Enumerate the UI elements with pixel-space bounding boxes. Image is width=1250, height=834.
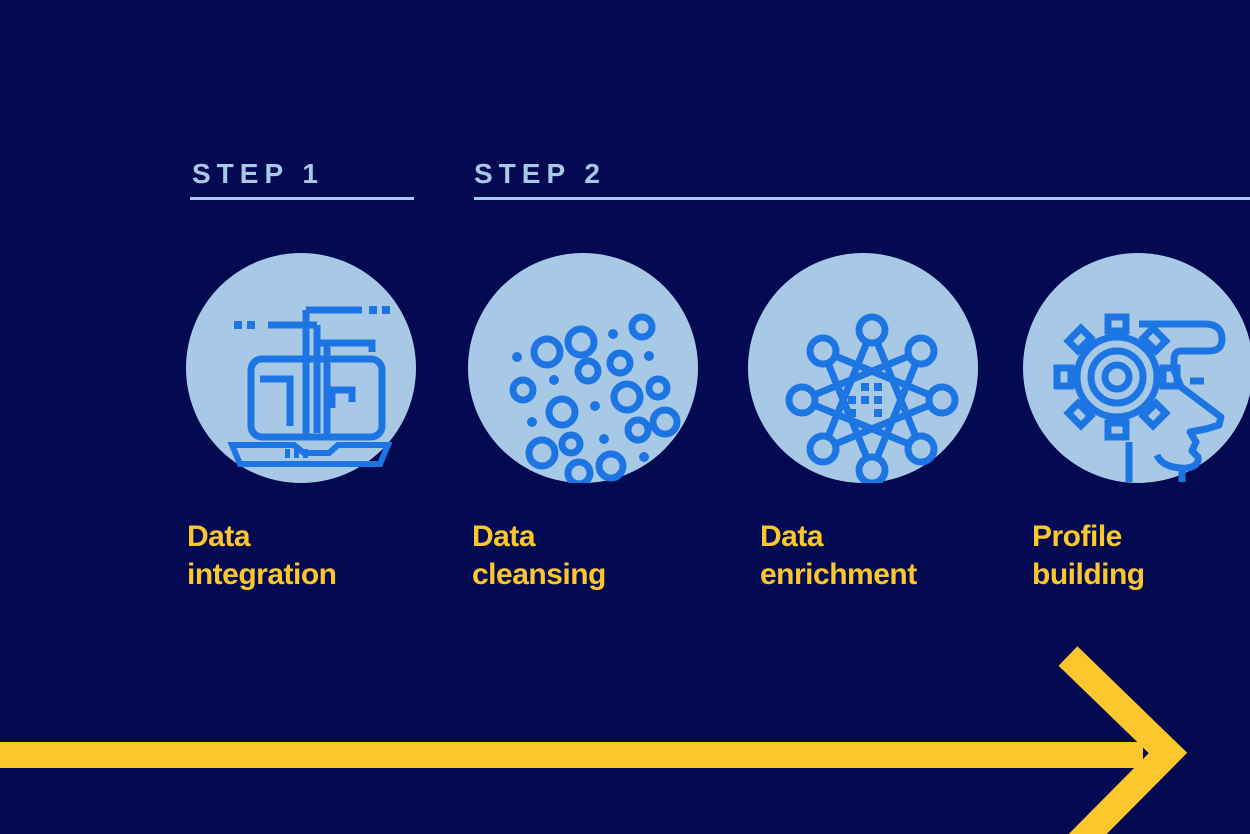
stage-label-line1: Data xyxy=(760,520,824,553)
stage-label-line1: Data xyxy=(472,520,536,553)
stage-label-line2: building xyxy=(1032,558,1145,591)
network-nodes-icon xyxy=(785,313,959,483)
arrow-shaft xyxy=(0,742,1143,768)
step-1-heading: STEP 1 xyxy=(192,158,324,189)
stage-label-data-integration: Data integration xyxy=(187,518,337,594)
stage-label-data-enrichment: Data enrichment xyxy=(760,518,917,594)
arrow-head xyxy=(1058,646,1188,834)
stage-label-line2: cleansing xyxy=(472,558,606,591)
stage-circle-data-integration xyxy=(186,253,416,483)
stage-label-data-cleansing: Data cleansing xyxy=(472,518,606,594)
head-gear-icon xyxy=(1053,313,1226,482)
stage-circle-data-enrichment xyxy=(748,253,978,483)
stage-circle-profile-building xyxy=(1023,253,1250,483)
step-2-heading: STEP 2 xyxy=(474,158,606,189)
stage-label-line1: Data xyxy=(187,520,251,553)
step-2-underline xyxy=(474,197,1250,200)
bubbles-icon xyxy=(509,313,681,483)
step-1-underline xyxy=(190,197,414,200)
stage-label-line2: integration xyxy=(187,558,337,591)
stage-label-line1: Profile xyxy=(1032,520,1122,553)
laptop-circuit-icon xyxy=(227,306,393,467)
stage-circle-data-cleansing xyxy=(468,253,698,483)
stage-label-profile-building: Profile building xyxy=(1032,518,1145,594)
stage-label-line2: enrichment xyxy=(760,558,917,591)
